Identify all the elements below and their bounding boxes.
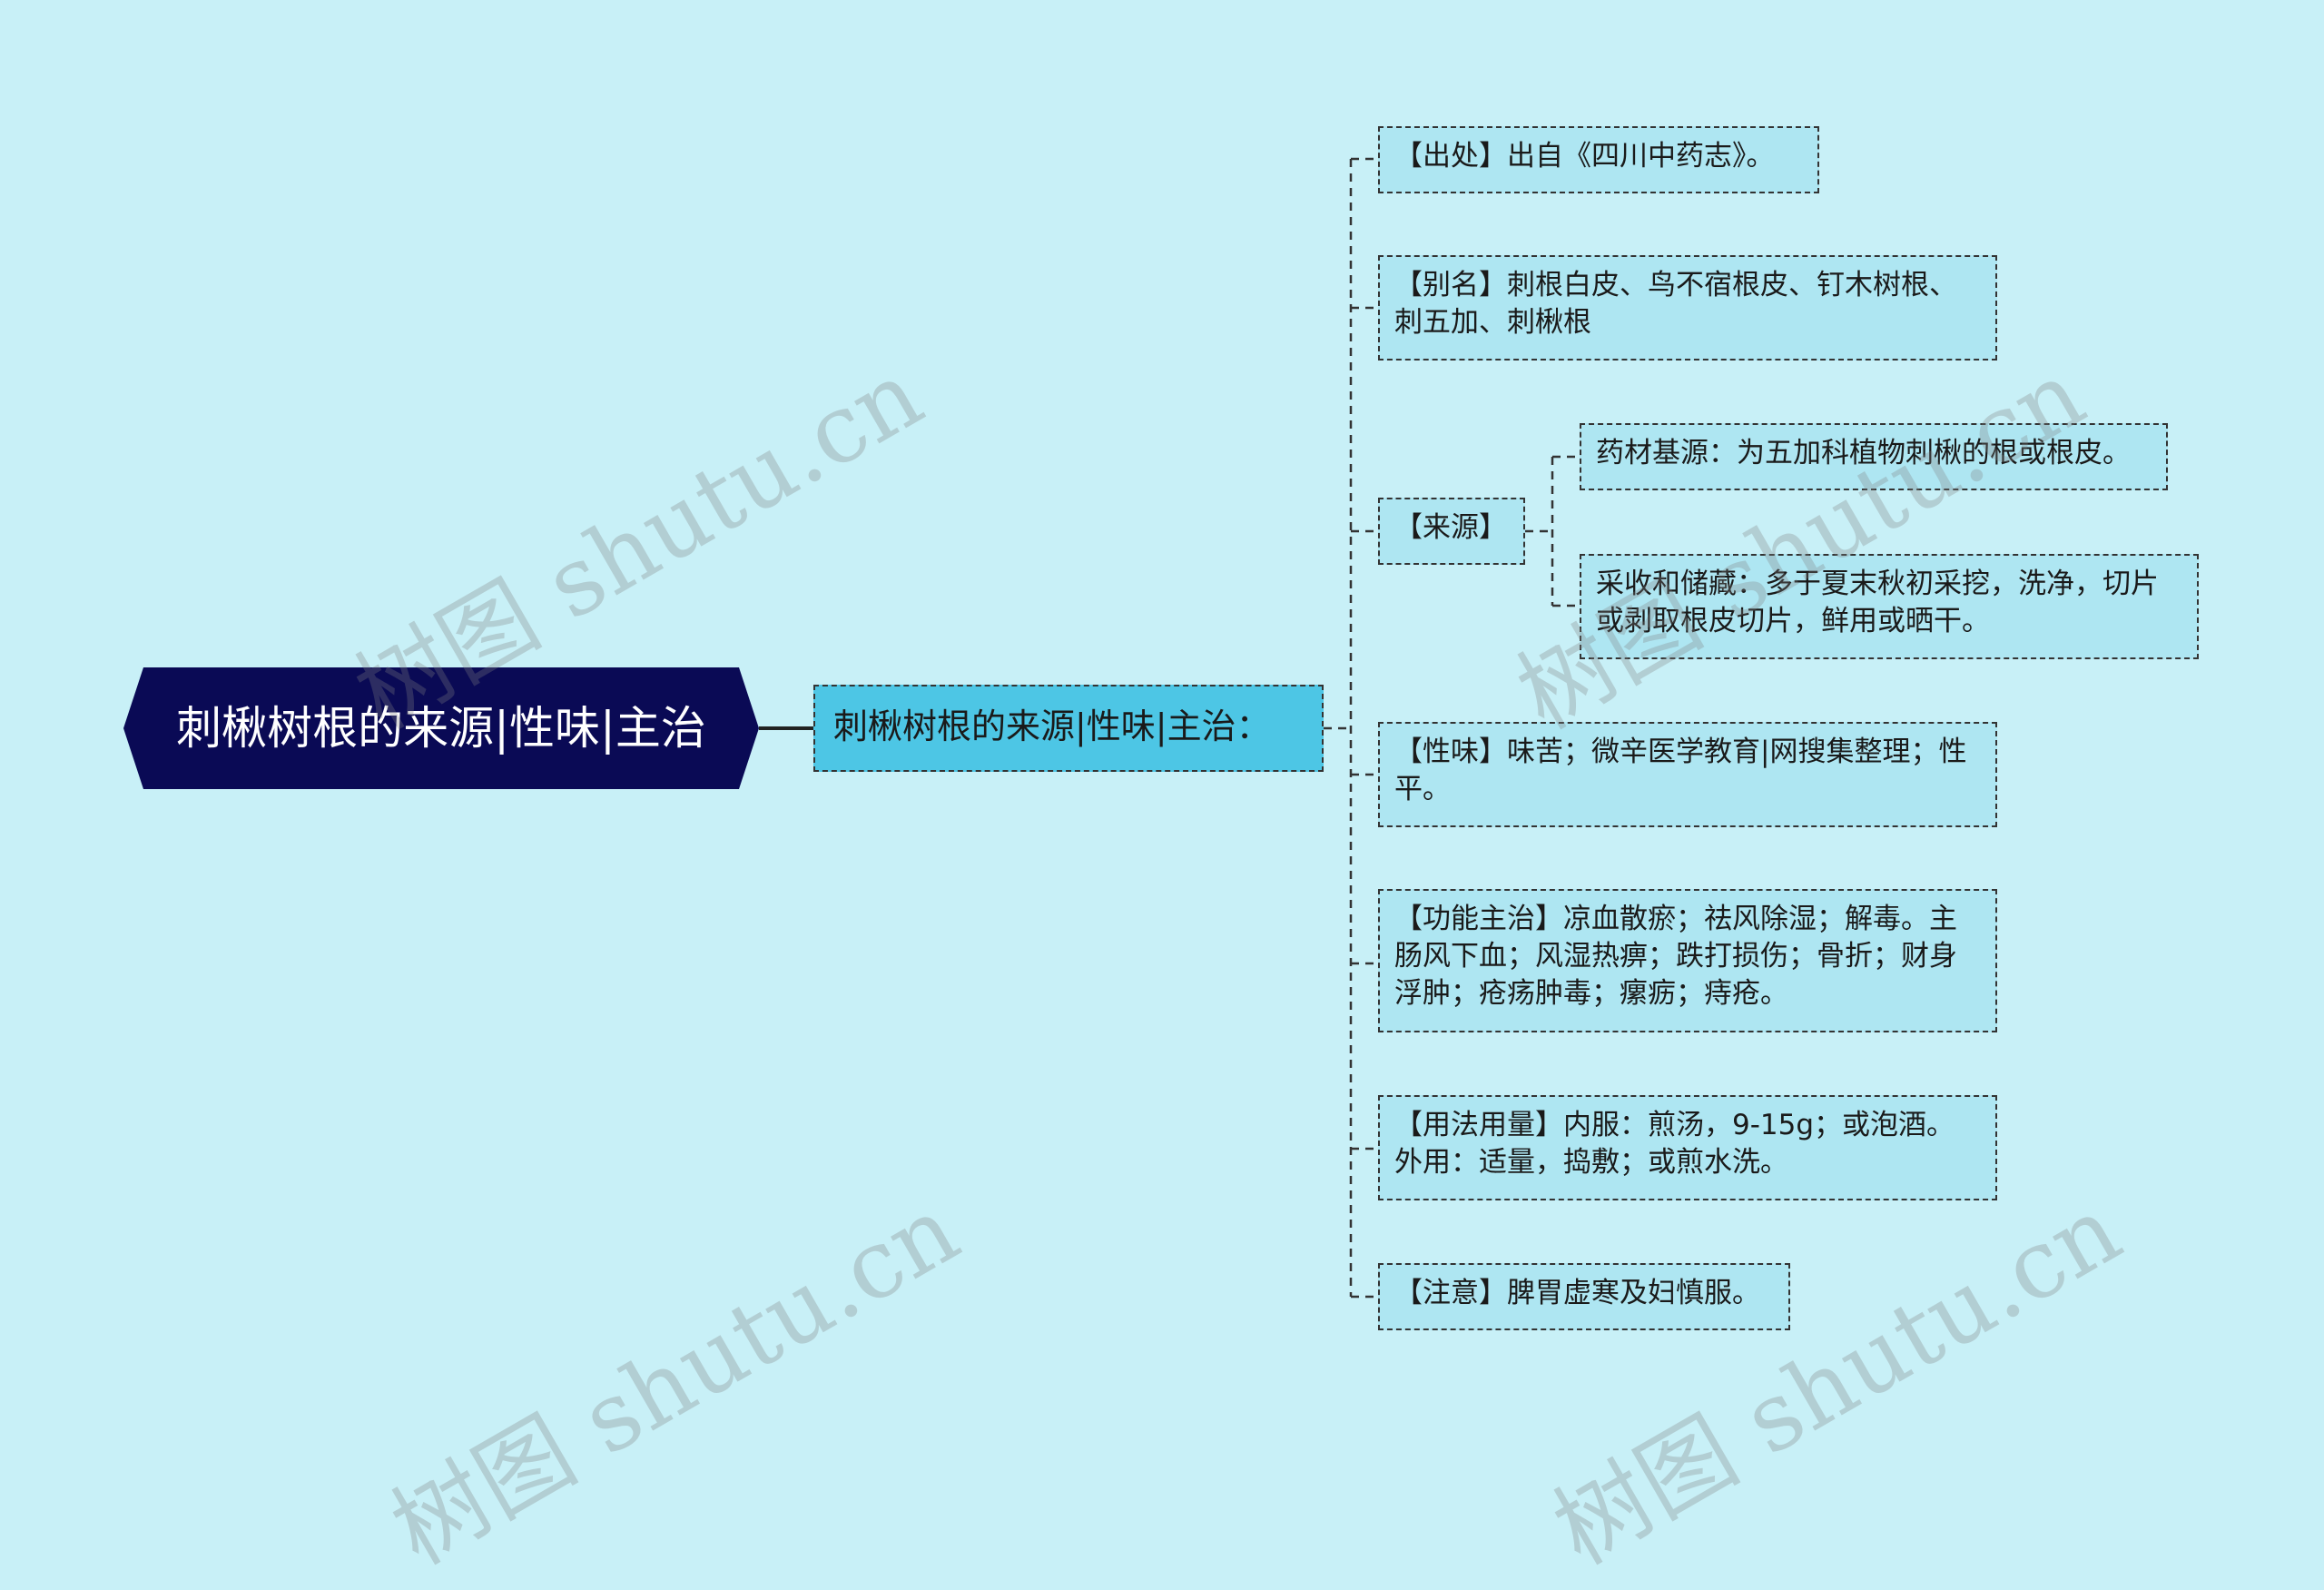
branch-node-taste[interactable]: 【性味】味苦；微辛医学教育|网搜集整理；性平。 [1378,722,1997,827]
middle-label: 刺楸树根的来源|性味|主治： [833,706,1271,746]
branch-label: 【性味】味苦；微辛医学教育|网搜集整理；性平。 [1394,736,1967,805]
branch-node-source[interactable]: 【来源】 [1378,498,1525,565]
branch-node-usage[interactable]: 【用法用量】内服：煎汤，9-15g；或泡酒。外用：适量，捣敷；或煎水洗。 [1378,1095,1997,1200]
branch-label: 【出处】出自《四川中药志》。 [1394,140,1775,173]
branch-node-alias[interactable]: 【别名】刺根白皮、鸟不宿根皮、钉木树根、刺五加、刺楸根 [1378,255,1997,360]
branch-label: 【注意】脾胃虚寒及妇慎服。 [1394,1277,1760,1309]
branch-label: 【功能主治】凉血散瘀；祛风除湿；解毒。主肠风下血；风湿热痹；跌打损伤；骨折；财身… [1394,903,1957,1010]
branch-node-origin[interactable]: 【出处】出自《四川中药志》。 [1378,126,1819,193]
branch-label: 【来源】 [1394,511,1507,544]
root-label: 刺楸树根的来源|性味|主治 [176,702,706,755]
source-child-harvest[interactable]: 采收和储藏：多于夏末秋初采挖，洗净，切片或剥取根皮切片，鲜用或晒干。 [1580,554,2199,659]
source-child-herb[interactable]: 药材基源：为五加科植物刺楸的根或根皮。 [1580,423,2168,490]
connector-lines [759,157,1580,1299]
branch-node-caution[interactable]: 【注意】脾胃虚寒及妇慎服。 [1378,1263,1790,1330]
branch-node-function[interactable]: 【功能主治】凉血散瘀；祛风除湿；解毒。主肠风下血；风湿热痹；跌打损伤；骨折；财身… [1378,889,1997,1032]
root-node[interactable]: 刺楸树根的来源|性味|主治 [123,667,759,789]
source-child-label: 采收和储藏：多于夏末秋初采挖，洗净，切片或剥取根皮切片，鲜用或晒干。 [1596,568,2159,637]
source-child-label: 药材基源：为五加科植物刺楸的根或根皮。 [1596,437,2131,469]
branch-label: 【别名】刺根白皮、鸟不宿根皮、钉木树根、刺五加、刺楸根 [1394,269,1957,339]
branch-label: 【用法用量】内服：煎汤，9-15g；或泡酒。外用：适量，捣敷；或煎水洗。 [1394,1109,1955,1179]
middle-node[interactable]: 刺楸树根的来源|性味|主治： [813,685,1324,772]
